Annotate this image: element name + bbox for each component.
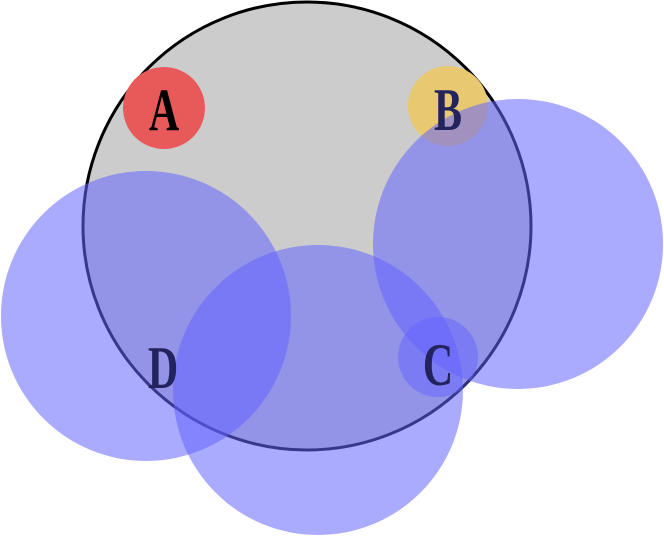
label-b: B xyxy=(434,78,462,144)
marker-a xyxy=(123,67,205,149)
label-d: D xyxy=(148,336,178,402)
marker-c xyxy=(398,317,478,397)
blue-circle-right xyxy=(373,99,663,389)
blue-circle-bottom xyxy=(173,245,463,535)
label-a: A xyxy=(149,78,179,144)
label-c: C xyxy=(423,333,453,399)
